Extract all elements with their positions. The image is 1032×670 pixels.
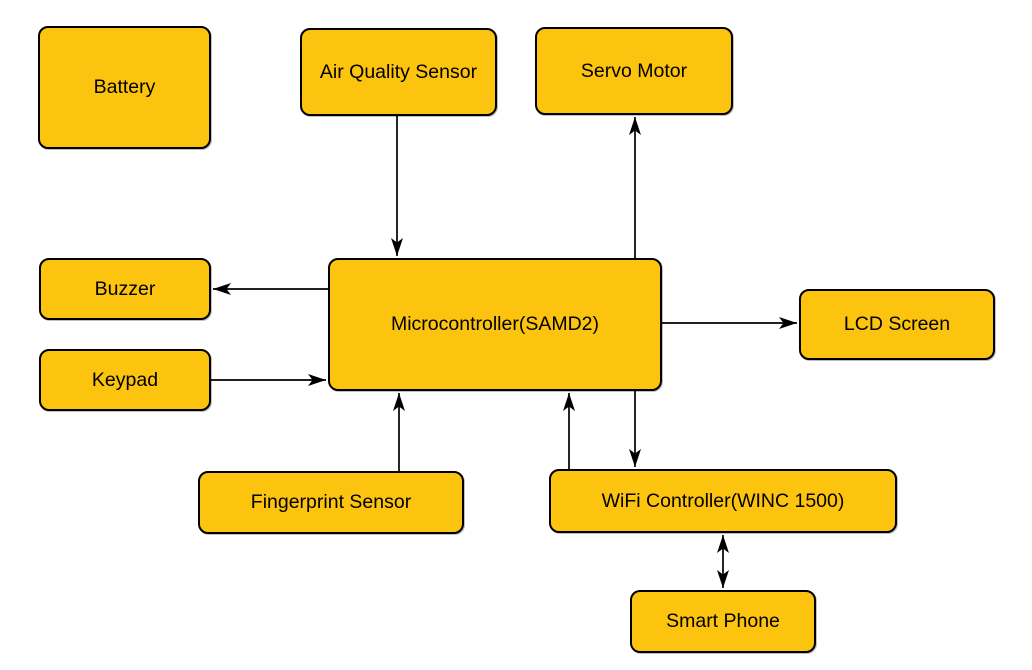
node-servo-motor: Servo Motor	[535, 27, 733, 115]
node-servo-motor-label: Servo Motor	[580, 59, 688, 82]
node-microcontroller: Microcontroller(SAMD2)	[328, 258, 662, 391]
node-wifi-controller: WiFi Controller(WINC 1500)	[549, 469, 897, 533]
node-buzzer: Buzzer	[39, 258, 211, 320]
node-fingerprint-sensor-label: Fingerprint Sensor	[250, 491, 412, 514]
node-battery-label: Battery	[93, 76, 156, 99]
node-wifi-controller-label: WiFi Controller(WINC 1500)	[601, 489, 845, 512]
node-keypad: Keypad	[39, 349, 211, 411]
node-air-quality-sensor-label: Air Quality Sensor	[319, 60, 478, 83]
node-lcd-screen: LCD Screen	[799, 289, 995, 360]
node-smart-phone-label: Smart Phone	[666, 610, 780, 633]
node-battery: Battery	[38, 26, 211, 149]
node-air-quality-sensor: Air Quality Sensor	[300, 28, 497, 116]
node-keypad-label: Keypad	[91, 368, 159, 391]
node-fingerprint-sensor: Fingerprint Sensor	[198, 471, 464, 534]
node-buzzer-label: Buzzer	[94, 277, 156, 300]
node-lcd-screen-label: LCD Screen	[843, 313, 951, 336]
node-smart-phone: Smart Phone	[630, 590, 816, 653]
node-microcontroller-label: Microcontroller(SAMD2)	[390, 313, 600, 336]
